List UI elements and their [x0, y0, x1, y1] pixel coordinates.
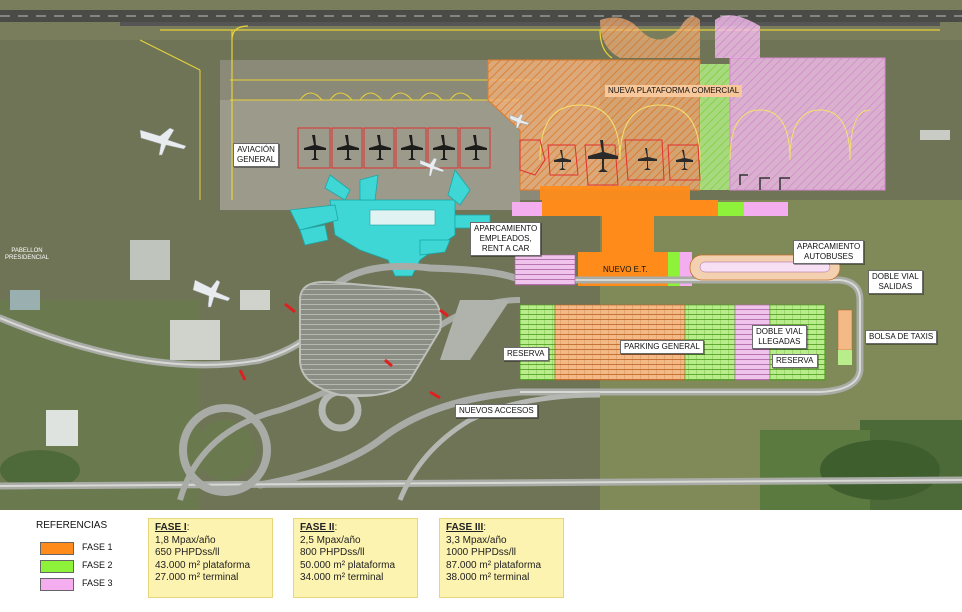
phase-title: FASE I — [155, 522, 187, 533]
legend-label: FASE 2 — [82, 560, 113, 570]
legend-swatch — [40, 560, 74, 573]
label-nueva-plataforma: NUEVA PLATAFORMA COMERCIAL — [605, 85, 743, 97]
label-aparcamiento-autobuses: APARCAMIENTO AUTOBUSES — [793, 240, 865, 264]
phase-line: 38.000 m² terminal — [446, 572, 530, 583]
phase-line: 800 PHPDss/ll — [300, 547, 365, 558]
phase-box-fase-3: FASE III: 3,3 Mpax/año 1000 PHPDss/ll 87… — [439, 518, 564, 598]
airport-masterplan-map: NUEVA PLATAFORMA COMERCIAL AVIACIÓN GENE… — [0, 0, 962, 510]
label-doble-vial-llegadas: DOBLE VIAL LLEGADAS — [752, 325, 807, 349]
label-parking-general: PARKING GENERAL — [620, 340, 704, 354]
phase-title: FASE II — [300, 522, 335, 533]
label-reserva-right: RESERVA — [772, 354, 818, 368]
phase-line: 43.000 m² plataforma — [155, 559, 251, 571]
phase-line: 34.000 m² terminal — [300, 572, 384, 583]
label-nuevo-et: NUEVO E.T. — [603, 265, 648, 274]
phase-line: 3,3 Mpax/año — [446, 534, 507, 546]
phase-line: 27.000 m² terminal — [155, 572, 239, 583]
legend-label: FASE 1 — [82, 542, 113, 552]
label-aviacion-general: AVIACIÓN GENERAL — [233, 143, 280, 167]
phase-title-suffix: : — [483, 522, 487, 533]
phase-line: 2,5 Mpax/año — [300, 534, 361, 546]
label-aparcamiento-empleados: APARCAMIENTO EMPLEADOS, RENT A CAR — [470, 222, 542, 256]
label-nuevos-accesos: NUEVOS ACCESOS — [455, 404, 538, 418]
phase-line: 1000 PHPDss/ll — [446, 547, 517, 558]
phase-box-fase-1: FASE I: 1,8 Mpax/año 650 PHPDss/ll 43.00… — [148, 518, 273, 598]
phase-line: 650 PHPDss/ll — [155, 547, 220, 558]
label-pabellon-presidencial: PABELLON PRESIDENCIAL — [5, 248, 50, 261]
legend-label: FASE 3 — [82, 578, 113, 588]
label-bolsa-taxis: BOLSA DE TAXIS — [865, 330, 938, 344]
label-reserva-left: RESERVA — [503, 347, 549, 361]
legend-swatch — [40, 578, 74, 591]
phase-box-fase-2: FASE II: 2,5 Mpax/año 800 PHPDss/ll 50.0… — [293, 518, 418, 598]
phase-line: 50.000 m² plataforma — [300, 559, 396, 571]
legend-swatch — [40, 542, 74, 555]
phase-line: 87.000 m² plataforma — [446, 559, 542, 571]
label-doble-vial-salidas: DOBLE VIAL SALIDAS — [868, 270, 923, 294]
phase-line: 1,8 Mpax/año — [155, 534, 216, 546]
phase-title: FASE III — [446, 522, 484, 533]
legend-panel: REFERENCIAS FASE 1 FASE 2 FASE 3 FASE I:… — [0, 510, 962, 612]
legend-title: REFERENCIAS — [36, 520, 108, 531]
phase-title-suffix: : — [186, 522, 190, 533]
phase-title-suffix: : — [334, 522, 338, 533]
